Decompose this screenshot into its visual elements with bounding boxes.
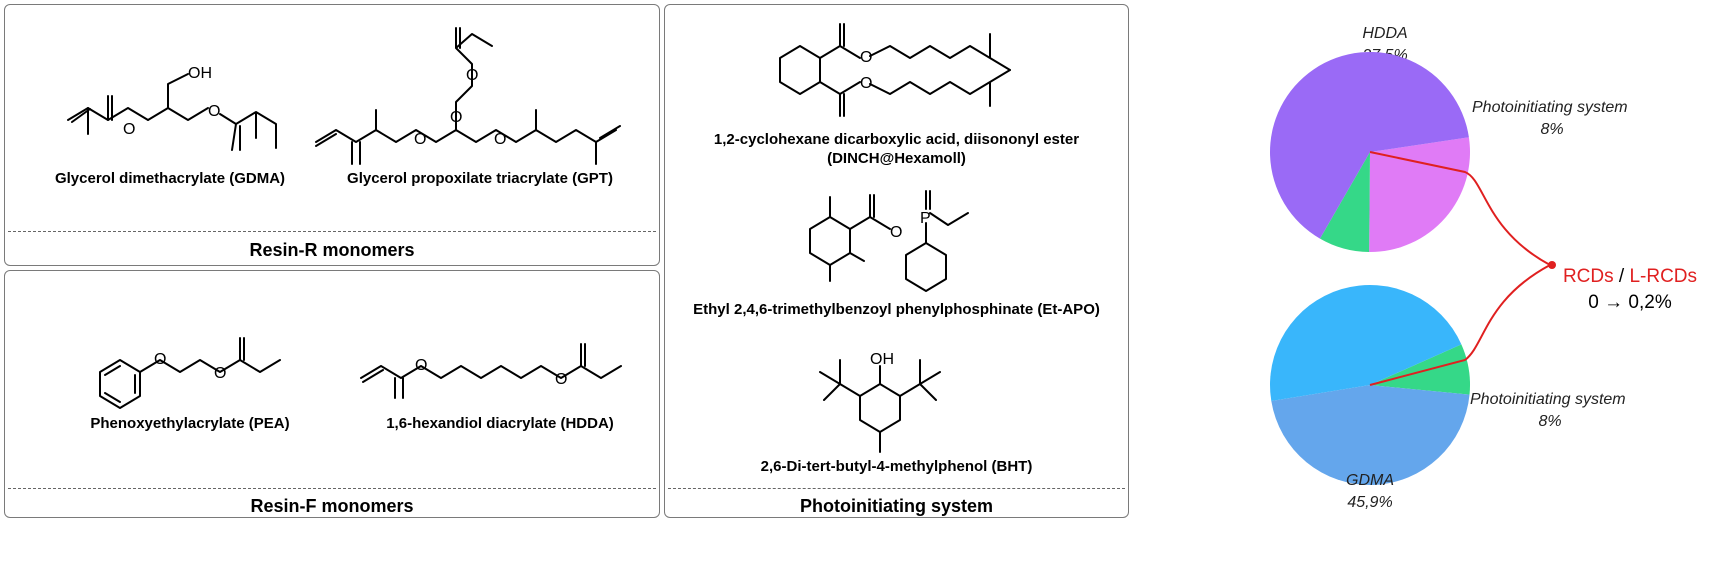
photo-divider (668, 488, 1125, 489)
hdda-o-atom: O (415, 357, 427, 374)
rcd-label: RCDs (1562, 266, 1614, 287)
gdma-o-atom-2: O (208, 103, 220, 120)
pie1-label-0: HDDA (1362, 25, 1407, 42)
gdma-o-atom: O (123, 121, 135, 138)
gpt-structure: O O O O (315, 27, 621, 165)
lrcd-label: L-RCDs (1629, 266, 1698, 287)
gdma-oh-atom: OH (188, 65, 212, 82)
rcd-connector-dot (1548, 261, 1556, 269)
pie1-slice-photoinitiating-system (1319, 152, 1370, 252)
hdda-o-atom-2: O (555, 371, 567, 388)
bht-structure: OH (819, 351, 941, 453)
dinch-caption-line1: 1,2-cyclohexane dicarboxylic acid, diiso… (713, 131, 1080, 148)
etapo-p-atom: P (920, 210, 931, 227)
pea-structure: O O (99, 337, 281, 409)
etapo-caption: Ethyl 2,4,6-trimethylbenzoyl phenylphosp… (693, 301, 1100, 318)
bht-oh-atom: OH (870, 351, 894, 368)
gpt-o-atom: O (414, 131, 426, 148)
resin-r-divider (8, 231, 656, 232)
gpt-o-atom-3: O (450, 109, 462, 126)
pie1-label-1: Photoinitiating system (1472, 99, 1628, 116)
etapo-o-atom: O (890, 224, 902, 241)
resin-f-panel (4, 270, 660, 518)
pie2-slice-gpt (1270, 284, 1462, 402)
dinch-o-atom-2: O (860, 75, 872, 92)
bht-caption: 2,6-Di-tert-butyl-4-methylphenol (BHT) (760, 458, 1033, 475)
rcd-separator: / (1613, 266, 1630, 287)
pea-o-atom: O (154, 351, 166, 368)
gpt-o-atom-4: O (466, 67, 478, 84)
dinch-structure: O O (779, 23, 1011, 117)
pie2-slice-photoinitiating-system (1370, 344, 1470, 395)
pie1-slice-pea (1270, 51, 1469, 239)
resin-r-panel (4, 4, 660, 266)
etapo-structure: O P (809, 190, 969, 292)
dinch-caption-line2: (DINCH@Hexamoll) (827, 150, 966, 167)
gpt-o-atom-2: O (494, 131, 506, 148)
gpt-caption: Glycerol propoxilate triacrylate (GPT) (347, 170, 613, 187)
hdda-caption: 1,6-hexandiol diacrylate (HDDA) (386, 415, 614, 432)
resin-r-title: Resin-R monomers (249, 240, 415, 260)
pie1-slice-hdda (1369, 137, 1470, 252)
pie2-label-1: GDMA (1346, 472, 1394, 489)
pie1-value-1: 8% (1540, 121, 1563, 138)
pie2-value-0: 8% (1538, 413, 1561, 430)
photo-title: Photoinitiating system (799, 496, 994, 516)
pea-caption: Phenoxyethylacrylate (PEA) (90, 415, 290, 432)
composition-pie-charts: HDDA27,5%Photoinitiating system8%PEA64,3… (1270, 25, 1628, 511)
dinch-o-atom: O (860, 49, 872, 66)
hdda-structure: O O (360, 343, 622, 399)
rcd-annotation: RCDs / L-RCDs (1555, 266, 1705, 288)
rcd-range: 0 → 0,2% (1588, 292, 1672, 313)
pea-o-atom-2: O (214, 365, 226, 382)
resin-f-divider (8, 488, 656, 489)
pie2-slice-gdma (1271, 385, 1470, 485)
pie2-value-1: 45,9% (1347, 494, 1392, 511)
gdma-caption: Glycerol dimethacrylate (GDMA) (54, 170, 286, 187)
resin-f-title: Resin-F monomers (250, 496, 414, 516)
pie2-label-0: Photoinitiating system (1470, 391, 1626, 408)
gdma-structure: O OH O (67, 65, 277, 151)
